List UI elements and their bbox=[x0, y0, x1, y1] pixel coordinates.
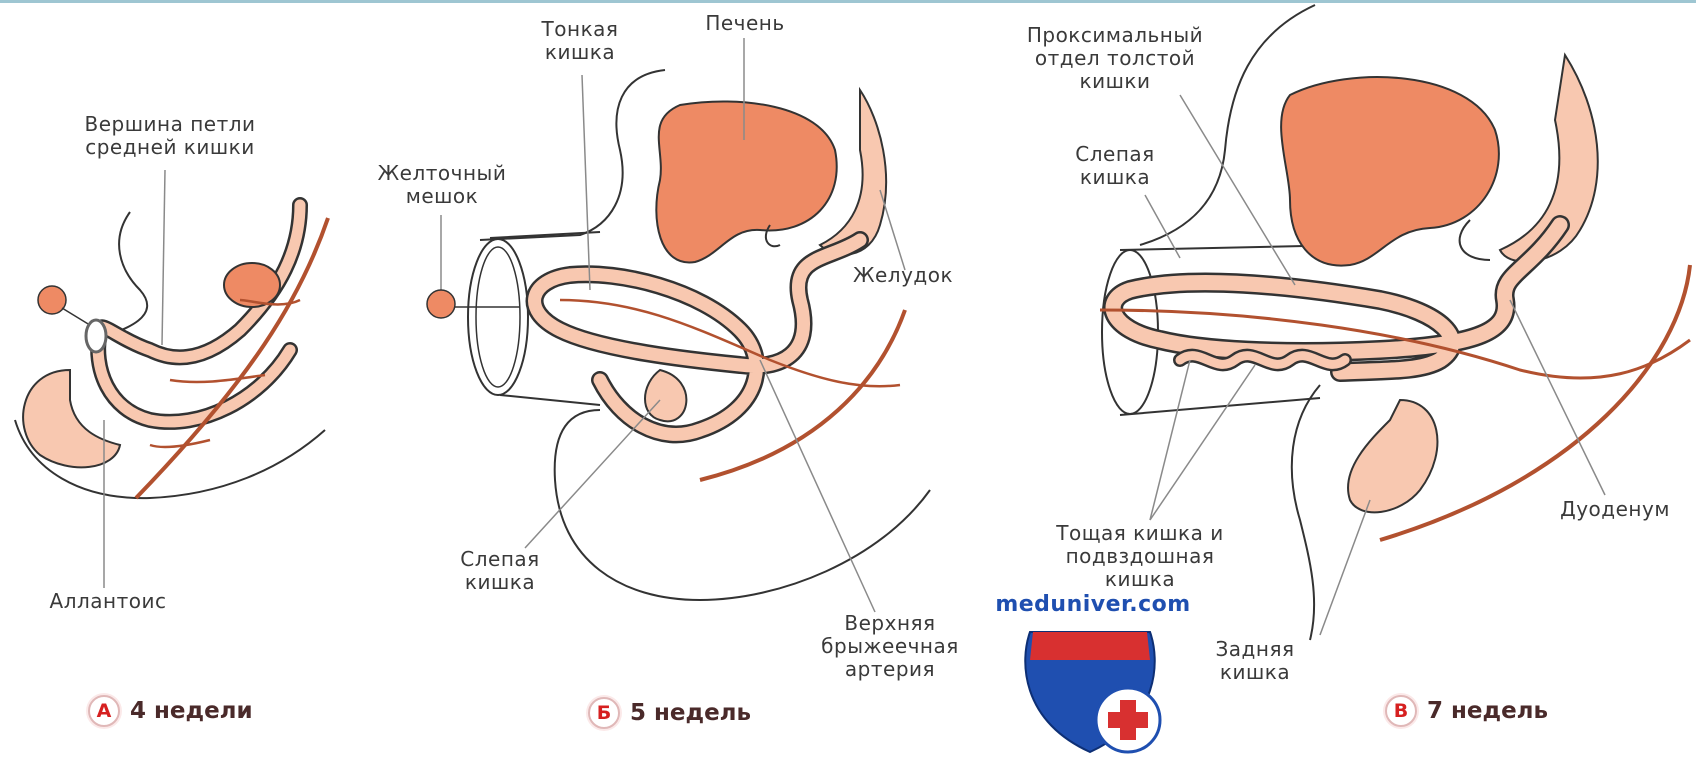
label-line: мешок bbox=[362, 185, 522, 208]
panel-b-leader-cecum bbox=[525, 400, 660, 548]
label-line: Проксимальный bbox=[1000, 24, 1230, 47]
panel-caption-text: 5 недель bbox=[630, 700, 751, 726]
label-liver: Печень bbox=[690, 12, 800, 35]
panel-a-allantois-ring bbox=[86, 320, 106, 352]
panel-c-hindgut bbox=[1348, 400, 1437, 512]
panel-a-gut-tube bbox=[98, 205, 300, 422]
label-line: Тощая кишка и bbox=[1040, 522, 1240, 545]
panel-a-artery-branch-3 bbox=[150, 440, 210, 447]
label-line: отдел толстой bbox=[1000, 47, 1230, 70]
caption-panel-c: В 7 недель bbox=[1385, 695, 1548, 727]
label-cecum-b: Слепая кишка bbox=[445, 548, 555, 594]
label-line: кишка bbox=[525, 41, 635, 64]
label-line: Слепая bbox=[445, 548, 555, 571]
label-superior-mesenteric-artery: Верхняя брыжеечная артерия bbox=[800, 612, 980, 681]
watermark-cross-horizontal bbox=[1108, 712, 1148, 728]
panel-a-drawing bbox=[15, 170, 328, 588]
panel-c-cord-bottom bbox=[1120, 398, 1320, 415]
panel-b-body-wall-lower bbox=[555, 410, 930, 600]
panel-b-leader-small-intestine bbox=[582, 75, 590, 290]
panel-c-leader-jejunum-1 bbox=[1150, 360, 1190, 520]
label-line: брыжеечная bbox=[800, 635, 980, 658]
label-line: кишка bbox=[1200, 661, 1310, 684]
label-line: Желточный bbox=[362, 162, 522, 185]
panel-b-cecum-bud bbox=[645, 370, 686, 421]
label-line: Печень bbox=[690, 12, 800, 35]
panel-b-liver bbox=[656, 101, 836, 262]
label-stomach: Желудок bbox=[838, 264, 968, 287]
panel-c-duodenum-curve bbox=[1460, 220, 1490, 260]
panel-a-yolk-sac bbox=[38, 286, 66, 314]
panel-letter-badge: В bbox=[1385, 695, 1417, 727]
label-proximal-colon: Проксимальный отдел толстой кишки bbox=[1000, 24, 1230, 93]
panel-c-leader-proximal-colon bbox=[1180, 95, 1295, 285]
label-line: кишка bbox=[445, 571, 555, 594]
panel-a-artery-branch-2 bbox=[170, 375, 265, 382]
label-line: Слепая bbox=[1060, 143, 1170, 166]
label-line: Вершина петли bbox=[60, 113, 280, 136]
label-duodenum: Дуоденум bbox=[1540, 498, 1690, 521]
label-allantois: Аллантоис bbox=[28, 590, 188, 613]
label-line: подвздошная bbox=[1040, 545, 1240, 568]
label-yolk-sac: Желточный мешок bbox=[362, 162, 522, 208]
label-line: средней кишки bbox=[60, 136, 280, 159]
label-line: Тонкая bbox=[525, 18, 635, 41]
caption-panel-b: Б 5 недель bbox=[588, 697, 751, 729]
label-line: кишки bbox=[1000, 70, 1230, 93]
panel-b-cord-ring bbox=[468, 239, 528, 395]
label-hindgut: Задняя кишка bbox=[1200, 638, 1310, 684]
watermark-text: meduniver.com bbox=[988, 592, 1198, 617]
watermark-logo bbox=[1025, 632, 1160, 752]
caption-panel-a: А 4 недели bbox=[88, 695, 253, 727]
panel-b-yolk-sac bbox=[427, 290, 455, 318]
panel-a-leader-apex bbox=[162, 170, 165, 345]
label-line: кишка bbox=[1040, 568, 1240, 591]
panel-b-leader-stomach bbox=[880, 190, 905, 270]
panel-c-leader-hindgut bbox=[1320, 500, 1370, 635]
panel-b-drawing bbox=[427, 38, 930, 612]
label-line: кишка bbox=[1060, 166, 1170, 189]
label-line: Задняя bbox=[1200, 638, 1310, 661]
panel-c-jejunum-loops-fill bbox=[1180, 356, 1345, 365]
watermark-shield-red-band bbox=[1030, 632, 1150, 660]
panel-a-gut-tube-fill bbox=[98, 205, 300, 422]
label-small-intestine: Тонкая кишка bbox=[525, 18, 635, 64]
panel-caption-text: 7 недель bbox=[1427, 698, 1548, 724]
panel-c-liver bbox=[1281, 77, 1499, 265]
label-midgut-loop-apex: Вершина петли средней кишки bbox=[60, 113, 280, 159]
label-line: Желудок bbox=[838, 264, 968, 287]
panel-b-cord-bottom bbox=[500, 395, 600, 405]
panel-c-body-wall-lower bbox=[1292, 385, 1320, 640]
panel-caption-text: 4 недели bbox=[130, 698, 253, 724]
label-line: Аллантоис bbox=[28, 590, 188, 613]
panel-b-body-wall-upper bbox=[480, 70, 665, 240]
label-line: артерия bbox=[800, 658, 980, 681]
label-cecum-c: Слепая кишка bbox=[1060, 143, 1170, 189]
panel-letter-badge: Б bbox=[588, 697, 620, 729]
panel-letter-badge: А bbox=[88, 695, 120, 727]
label-jejunum-ileum: Тощая кишка и подвздошная кишка bbox=[1040, 522, 1240, 591]
panel-c-leader-jejunum-2 bbox=[1150, 365, 1255, 520]
label-line: Верхняя bbox=[800, 612, 980, 635]
panel-c-leader-duodenum bbox=[1510, 300, 1605, 495]
label-line: Дуоденум bbox=[1540, 498, 1690, 521]
